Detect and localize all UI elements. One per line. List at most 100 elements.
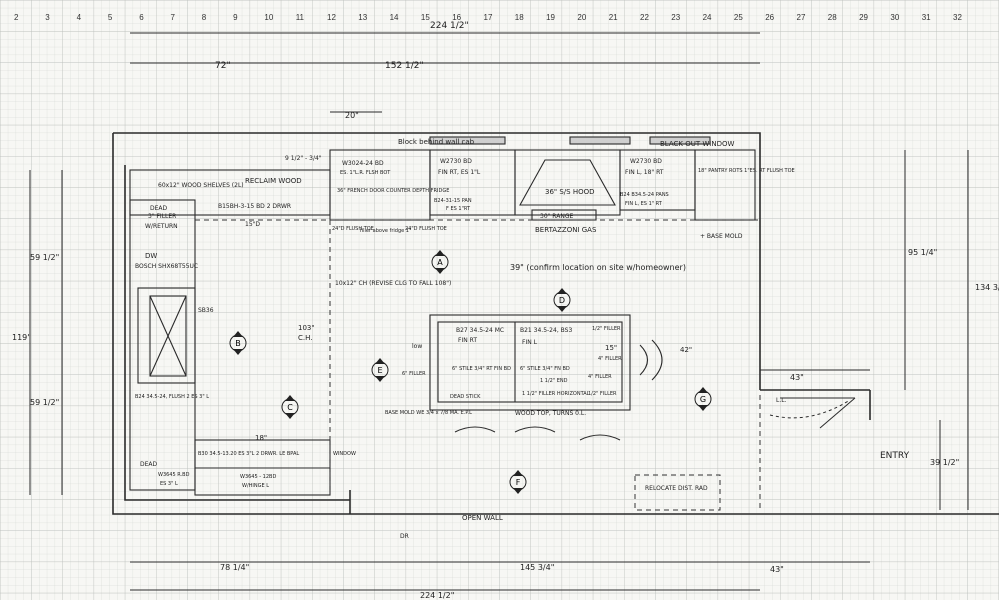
label-wood-shelves: 60x12" WOOD SHELVES (2L) xyxy=(158,182,244,189)
ruler-number: 32 xyxy=(953,13,962,22)
label-island-wood-top: WOOD TOP, TURNS 0.L. xyxy=(515,410,586,417)
ruler-number: 7 xyxy=(171,13,176,22)
dim-bottom-right: 43" xyxy=(770,565,784,574)
label-ceiling-note: 10x12" CH (REVISE CLG TO FALL 108") xyxy=(335,280,451,287)
elevation-marker: G xyxy=(694,387,712,411)
label-block-behind-wall: Block behind wall cab xyxy=(398,138,475,146)
ruler-number: 25 xyxy=(734,13,743,22)
label-island-stile-l: 6" STILE 3/4" RT FIN BD xyxy=(452,366,511,372)
label-island-end: 1 1/2" END xyxy=(540,378,568,384)
ruler-number: 31 xyxy=(922,13,931,22)
elevation-marker: D xyxy=(553,288,571,312)
label-base-molding: BASE MOLD WE 3/4 x 7/8 MA. E.P.L xyxy=(385,410,472,416)
ruler-number: 3 xyxy=(45,13,50,22)
label-island-4filler: 4" FILLER xyxy=(588,374,612,380)
label-wall-w3645b: W3645 - 12BD xyxy=(240,474,276,480)
ruler-number: 26 xyxy=(765,13,774,22)
ruler-number: 16 xyxy=(452,13,461,22)
ruler-number: 28 xyxy=(828,13,837,22)
label-dead-corner: DEAD xyxy=(150,205,168,212)
label-wall-w2730: W2730 BD xyxy=(440,158,472,165)
elevation-marker-letter: F xyxy=(516,478,521,487)
label-island-filler-h: 1 1/2" FILLER HORIZONTAL xyxy=(522,391,590,397)
dim-window-top: 9 1/2" - 3/4" xyxy=(285,155,322,162)
label-hood: 36" S/S HOOD xyxy=(545,188,595,196)
elevation-marker: B xyxy=(229,331,247,355)
label-island-b21-sub: FIN L xyxy=(522,339,538,346)
elevation-marker-letter: A xyxy=(437,258,443,267)
dashed-ceiling-lines xyxy=(195,219,761,511)
label-window-seat: WINDOW xyxy=(333,451,356,457)
room-walls xyxy=(112,132,999,515)
elevation-marker: A xyxy=(431,250,449,274)
dim-bottom-left: 78 1/4" xyxy=(220,563,249,572)
ruler-number: 6 xyxy=(139,13,144,22)
label-range: 30" RANGE xyxy=(540,213,573,220)
label-wall-w2730-sub: FIN RT, ES 1"L xyxy=(438,169,481,176)
ruler-number: 20 xyxy=(577,13,586,22)
label-wall-w3024-sub: ES. 1"L.R. FLSH BOT xyxy=(340,170,391,176)
label-base-b24b: B24 B34.5-24 PANS xyxy=(620,192,669,198)
label-base-b24: B24-31-15 PAN xyxy=(434,198,472,204)
ruler-number: 15 xyxy=(421,13,430,22)
dim-left-lower: 59 1/2" xyxy=(30,398,59,407)
label-island-b27-sub: FIN RT xyxy=(458,337,477,344)
label-base-mold: + BASE MOLD xyxy=(700,233,743,240)
entry-door xyxy=(769,397,856,429)
label-island-filler2: 4" FILLER xyxy=(598,356,622,362)
dim-top-right: 152 1/2" xyxy=(385,61,424,71)
elevation-marker: F xyxy=(509,470,527,494)
ruler-number: 29 xyxy=(859,13,868,22)
dim-left-upper: 59 1/2" xyxy=(30,253,59,262)
label-dead-low: DEAD xyxy=(140,461,158,468)
label-island-dead-stick: DEAD STICK xyxy=(450,394,481,400)
ruler-number: 21 xyxy=(609,13,618,22)
label-dr: DR xyxy=(400,533,409,540)
label-pantry: 18" PANTRY ROTS 1"ES. RT FLUSH TOE xyxy=(698,168,795,174)
ruler-number: 23 xyxy=(671,13,680,22)
dim-bottom-overall: 224 1/2" xyxy=(420,591,454,600)
elevation-marker-letter: D xyxy=(559,296,565,305)
dim-top-left: 72" xyxy=(215,61,231,71)
label-island-b27: B27 34.5-24 MC xyxy=(456,327,504,334)
label-filler-corner: 3" FILLER xyxy=(148,213,176,220)
dim-island-right: 42" xyxy=(680,346,692,354)
label-island-stile-r: 6" STILE 3/4" FN BD xyxy=(520,366,570,372)
island xyxy=(429,314,663,441)
dim-top-small: 20" xyxy=(345,111,359,120)
elevation-marker-letter: B xyxy=(235,339,241,348)
label-wall-w3645-sub: ES 3" L xyxy=(160,481,178,487)
dim-bottom-mid: 145 3/4" xyxy=(520,563,554,572)
label-bertazzoni: BERTAZZONI GAS xyxy=(535,226,597,234)
ruler-number: 22 xyxy=(640,13,649,22)
dim-ceiling-103: 103" xyxy=(298,324,315,332)
elevation-marker-letter: G xyxy=(700,395,706,404)
ruler-number: 24 xyxy=(703,13,712,22)
ruler-number: 18 xyxy=(515,13,524,22)
label-base-left-sub: 15"D xyxy=(245,221,260,228)
label-depth-mid: 24"D FLUSH TOE xyxy=(405,226,447,232)
label-island-b21: B21 34.5-24, BS3 xyxy=(520,327,572,334)
label-filler-left: filler above fridge 1" xyxy=(360,228,411,234)
dim-ceiling-ch: C.H. xyxy=(298,334,312,342)
dim-island-15: 15" xyxy=(605,344,617,352)
label-island-filler: 1/2" FILLER xyxy=(592,326,621,332)
dim-right-upper: 95 1/4" xyxy=(908,248,937,257)
elevation-marker: E xyxy=(371,358,389,382)
label-open-wall: OPEN WALL xyxy=(462,514,503,522)
ruler-number: 11 xyxy=(296,13,305,22)
label-blackout-window: BLACK OUT WINDOW xyxy=(660,140,734,148)
label-island-low: low xyxy=(412,343,422,350)
label-entry: ENTRY xyxy=(880,451,910,461)
label-fridge: 36" FRENCH DOOR COUNTER DEPTH FRIDGE xyxy=(337,188,449,194)
label-dw: DW xyxy=(145,252,157,260)
label-reclaim-wood: RECLAIM WOOD xyxy=(245,177,302,185)
label-bosch: BOSCH SHX68T55UC xyxy=(135,263,198,270)
ruler-number: 12 xyxy=(327,13,336,22)
label-wall-w2730b: W2730 BD xyxy=(630,158,662,165)
label-base-b24b-sub: FIN L, ES 1" RT xyxy=(625,201,663,207)
ruler-number: 2 xyxy=(14,13,19,22)
